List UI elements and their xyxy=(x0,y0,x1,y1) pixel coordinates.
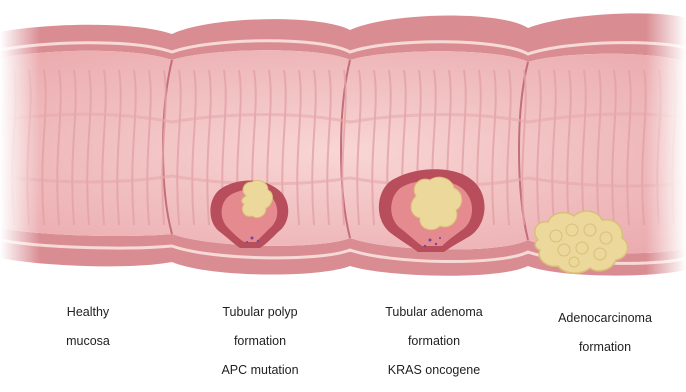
caption-healthy: Healthy mucosa xyxy=(48,290,128,363)
colon-carcinogenesis-diagram: Healthy mucosa Tubular polyp formation A… xyxy=(0,0,686,334)
caption-polyp-line-1: Tubular polyp xyxy=(200,305,320,320)
caption-adenocarcinoma: Adenocarcinoma formation xyxy=(540,296,670,369)
colon-cross-section-illustration xyxy=(0,0,686,334)
caption-healthy-line-1: Healthy xyxy=(48,305,128,320)
caption-adenoma-line-2: formation xyxy=(364,334,504,349)
caption-adenocarcinoma-line-2: formation xyxy=(540,340,670,355)
caption-polyp-line-3: APC mutation xyxy=(200,363,320,378)
caption-adenoma: Tubular adenoma formation KRAS oncogene xyxy=(364,290,504,392)
caption-adenoma-line-3: KRAS oncogene xyxy=(364,363,504,378)
caption-adenocarcinoma-line-1: Adenocarcinoma xyxy=(540,311,670,326)
caption-adenoma-line-1: Tubular adenoma xyxy=(364,305,504,320)
caption-healthy-line-2: mucosa xyxy=(48,334,128,349)
caption-polyp: Tubular polyp formation APC mutation xyxy=(200,290,320,392)
caption-polyp-line-2: formation xyxy=(200,334,320,349)
